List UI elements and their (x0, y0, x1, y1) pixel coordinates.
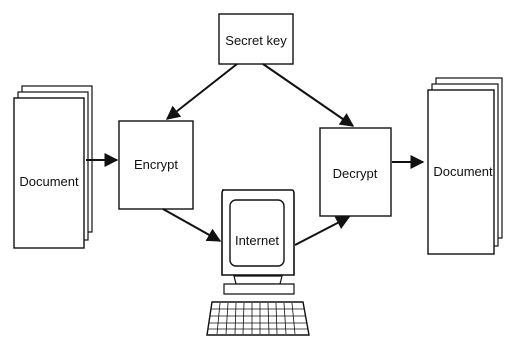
secret-key-box: Secret key (218, 13, 294, 65)
internet-label: Internet (235, 233, 279, 248)
document-left-label: Document (19, 174, 79, 189)
document-right-stack: Document (427, 77, 503, 255)
decrypt-label: Decrypt (333, 166, 378, 181)
arrow-key-to-decrypt (262, 63, 355, 127)
arrow-key-to-encrypt (165, 63, 238, 120)
secret-key-label: Secret key (225, 33, 287, 48)
document-left-stack: Document (13, 85, 93, 249)
computer-icon: Internet (206, 189, 310, 336)
encrypt-label: Encrypt (134, 157, 178, 172)
flow-arrows (86, 63, 425, 246)
document-right-label: Document (433, 164, 493, 179)
arrow-internet-to-decrypt (294, 216, 351, 246)
decrypt-box: Decrypt (319, 127, 392, 217)
arrow-encrypt-to-internet (162, 208, 222, 242)
encrypt-box: Encrypt (118, 120, 194, 210)
